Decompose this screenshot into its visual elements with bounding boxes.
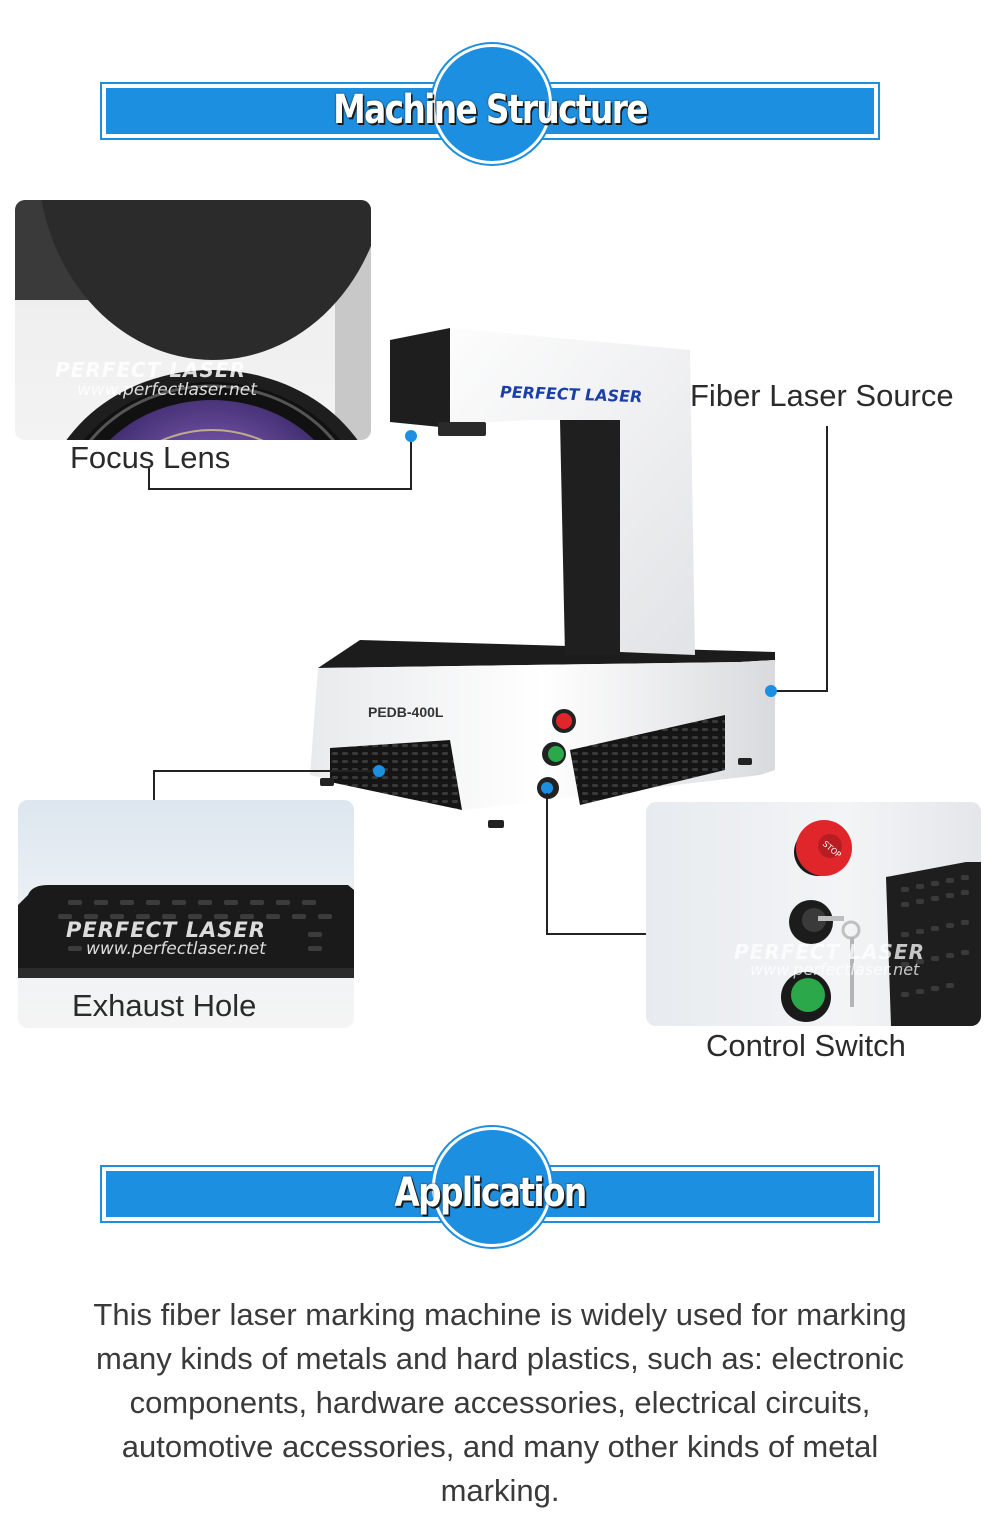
connector-line bbox=[546, 933, 646, 935]
connector-line bbox=[153, 770, 155, 800]
marker-dot bbox=[765, 685, 777, 697]
watermark-url: www.perfectlaser.net bbox=[86, 939, 266, 959]
banner-circle bbox=[432, 44, 552, 164]
control-switch-photo: STOP PERFECT LASER www.perfectlaser.net bbox=[646, 802, 981, 1026]
marker-dot bbox=[541, 782, 553, 794]
watermark-brand: PERFECT LASER bbox=[734, 940, 926, 964]
watermark-brand: PERFECT LASER bbox=[66, 918, 266, 942]
marker-dot bbox=[405, 430, 417, 442]
watermark-brand: PERFECT LASER bbox=[55, 358, 247, 382]
connector-line bbox=[148, 468, 150, 490]
label-focus-lens: Focus Lens bbox=[70, 440, 231, 475]
lens-illustration bbox=[15, 200, 371, 440]
application-banner: Application bbox=[100, 1127, 880, 1247]
machine-model-text: PEDB-400L bbox=[368, 704, 444, 720]
connector-line bbox=[774, 690, 828, 692]
machine-structure-banner: Machine Structure bbox=[100, 44, 880, 164]
laser-marking-machine: PERFECT LASER PEDB-400L bbox=[310, 328, 775, 828]
control-panel-illustration: STOP bbox=[781, 820, 981, 1026]
connector-line bbox=[148, 488, 412, 490]
connector-line bbox=[546, 793, 548, 935]
exhaust-vent-illustration bbox=[18, 885, 354, 978]
lens-body: Opex F-theta Rose bbox=[66, 370, 358, 440]
marker-dot bbox=[373, 765, 385, 777]
machine-brand-text: PERFECT LASER bbox=[500, 382, 642, 406]
section-title-machine-structure: Machine Structure bbox=[333, 87, 648, 133]
focus-lens-photo: Opex F-theta Rose PERFECT LASER www.perf… bbox=[15, 200, 371, 440]
connector-line bbox=[153, 770, 379, 772]
label-exhaust-hole: Exhaust Hole bbox=[72, 988, 257, 1023]
exhaust-hole-photo: PERFECT LASER www.perfectlaser.net bbox=[18, 800, 354, 1028]
watermark-url: www.perfectlaser.net bbox=[77, 380, 257, 400]
connector-line bbox=[410, 442, 412, 490]
section-title-application: Application bbox=[394, 1170, 587, 1216]
watermark-url: www.perfectlaser.net bbox=[750, 960, 920, 979]
label-control-switch: Control Switch bbox=[706, 1028, 906, 1063]
application-description: This fiber laser marking machine is wide… bbox=[93, 1297, 907, 1508]
connector-line bbox=[826, 426, 828, 692]
banner-circle bbox=[432, 1127, 552, 1247]
label-fiber-laser-source: Fiber Laser Source bbox=[690, 378, 954, 413]
